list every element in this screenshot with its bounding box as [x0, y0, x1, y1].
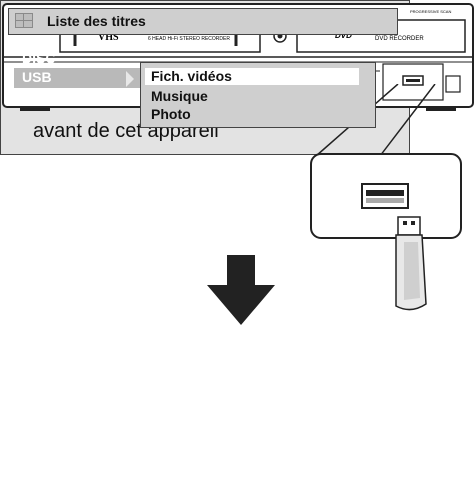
- progressive-label: PROGRESSIVE SCAN: [410, 9, 451, 14]
- usb-flash-drive-icon: [395, 216, 427, 311]
- submenu-item-music[interactable]: Musique: [151, 88, 208, 104]
- usb-port-icon: [361, 183, 409, 209]
- dvd-logo: DVD: [335, 31, 352, 40]
- grid-icon: [15, 13, 33, 28]
- usb-port-zoom: [310, 84, 462, 311]
- vcr-label: 6 HEAD Hi-Fi STEREO RECORDER: [148, 36, 230, 42]
- source-item-disc[interactable]: DISC: [22, 50, 56, 66]
- chevron-right-icon: [126, 71, 134, 87]
- menu-title: Liste des titres: [47, 13, 146, 29]
- dvd-label: DVD RECORDER: [375, 36, 424, 42]
- menu-title-bar: Liste des titres: [8, 8, 398, 35]
- submenu-highlight: [145, 68, 359, 85]
- vhs-logo: VHS: [98, 32, 119, 43]
- submenu-item-videos[interactable]: Fich. vidéos: [151, 68, 232, 84]
- source-usb-highlight: [14, 68, 140, 88]
- source-item-usb[interactable]: USB: [22, 69, 52, 85]
- file-type-submenu: Fich. vidéos Musique Photo: [140, 62, 376, 128]
- submenu-item-photo[interactable]: Photo: [151, 106, 191, 122]
- title-list-menu: Liste des titres DISC USB Fich. vidéos M…: [0, 0, 410, 155]
- down-arrow-icon: [207, 255, 275, 325]
